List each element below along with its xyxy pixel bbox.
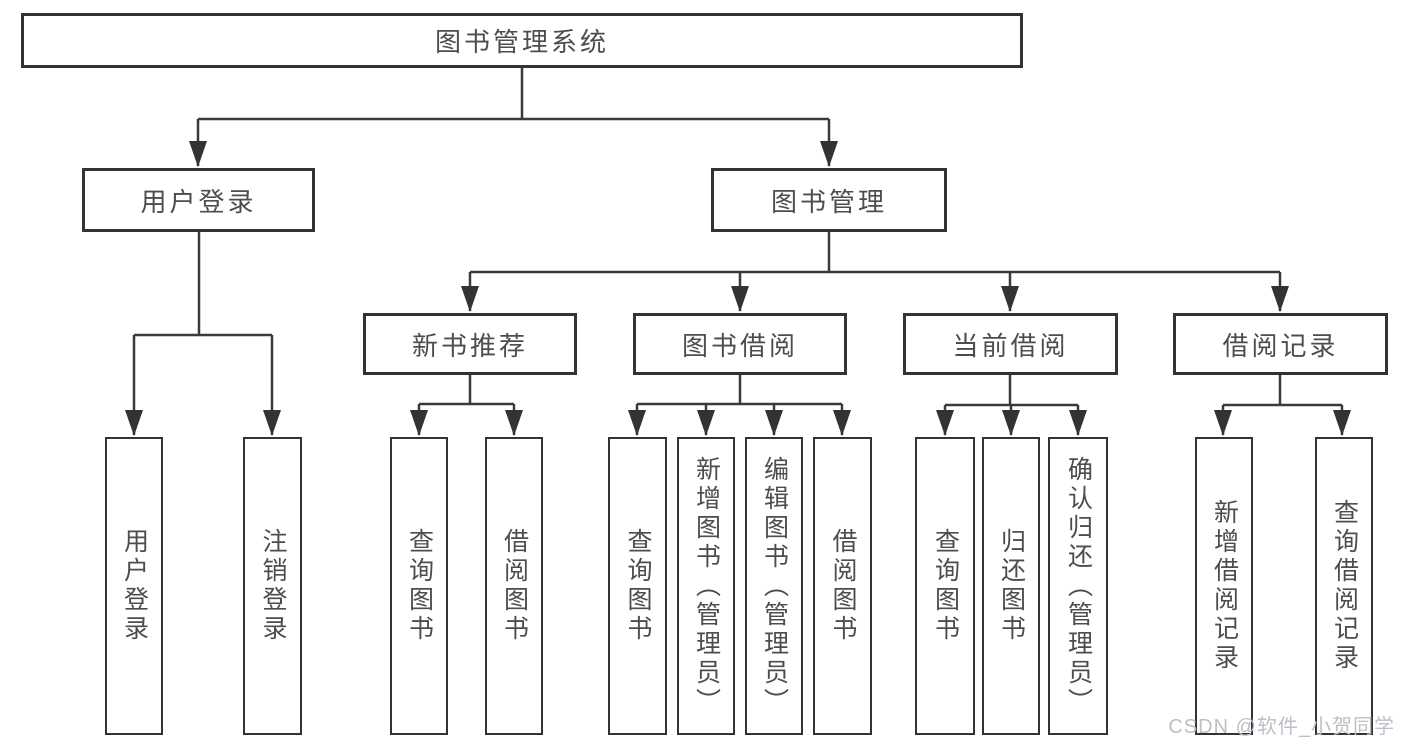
node-book-management: 图书管理 (711, 168, 947, 232)
leaf-edit-books-admin: 编辑图书（管理员） (745, 437, 803, 735)
node-book-management-system: 图书管理系统 (21, 13, 1023, 68)
node-label: 新书推荐 (411, 330, 528, 361)
leaf-add-books-admin: 新增图书（管理员） (677, 437, 735, 735)
leaf-logout: 注销登录 (243, 437, 302, 735)
leaf-user-login: 用户登录 (105, 437, 163, 735)
leaf-query-books: 查询图书 (608, 437, 667, 735)
node-book-borrowing: 图书借阅 (633, 313, 847, 375)
node-label: 当前借阅 (952, 330, 1069, 361)
leaf-borrow-books: 借阅图书 (485, 437, 543, 735)
leaf-confirm-return-admin: 确认归还（管理员） (1048, 437, 1108, 735)
node-user-login: 用户登录 (82, 168, 315, 232)
leaf-query-books: 查询图书 (915, 437, 975, 735)
leaf-query-books: 查询图书 (390, 437, 448, 735)
leaf-return-books: 归还图书 (982, 437, 1040, 735)
node-borrow-records: 借阅记录 (1173, 313, 1388, 375)
node-label: 用户登录 (140, 186, 257, 217)
node-label: 借阅记录 (1222, 330, 1339, 361)
node-label: 图书借阅 (681, 330, 798, 361)
node-new-book-recommend: 新书推荐 (363, 313, 577, 375)
leaf-query-borrow-record: 查询借阅记录 (1315, 437, 1373, 735)
node-label: 图书管理系统 (434, 27, 609, 57)
node-label: 图书管理 (770, 186, 887, 217)
watermark-text: CSDN @软件_小贺同学 (1168, 716, 1395, 738)
leaf-borrow-books: 借阅图书 (813, 437, 872, 735)
leaf-add-borrow-record: 新增借阅记录 (1195, 437, 1253, 735)
node-current-borrowing: 当前借阅 (903, 313, 1118, 375)
